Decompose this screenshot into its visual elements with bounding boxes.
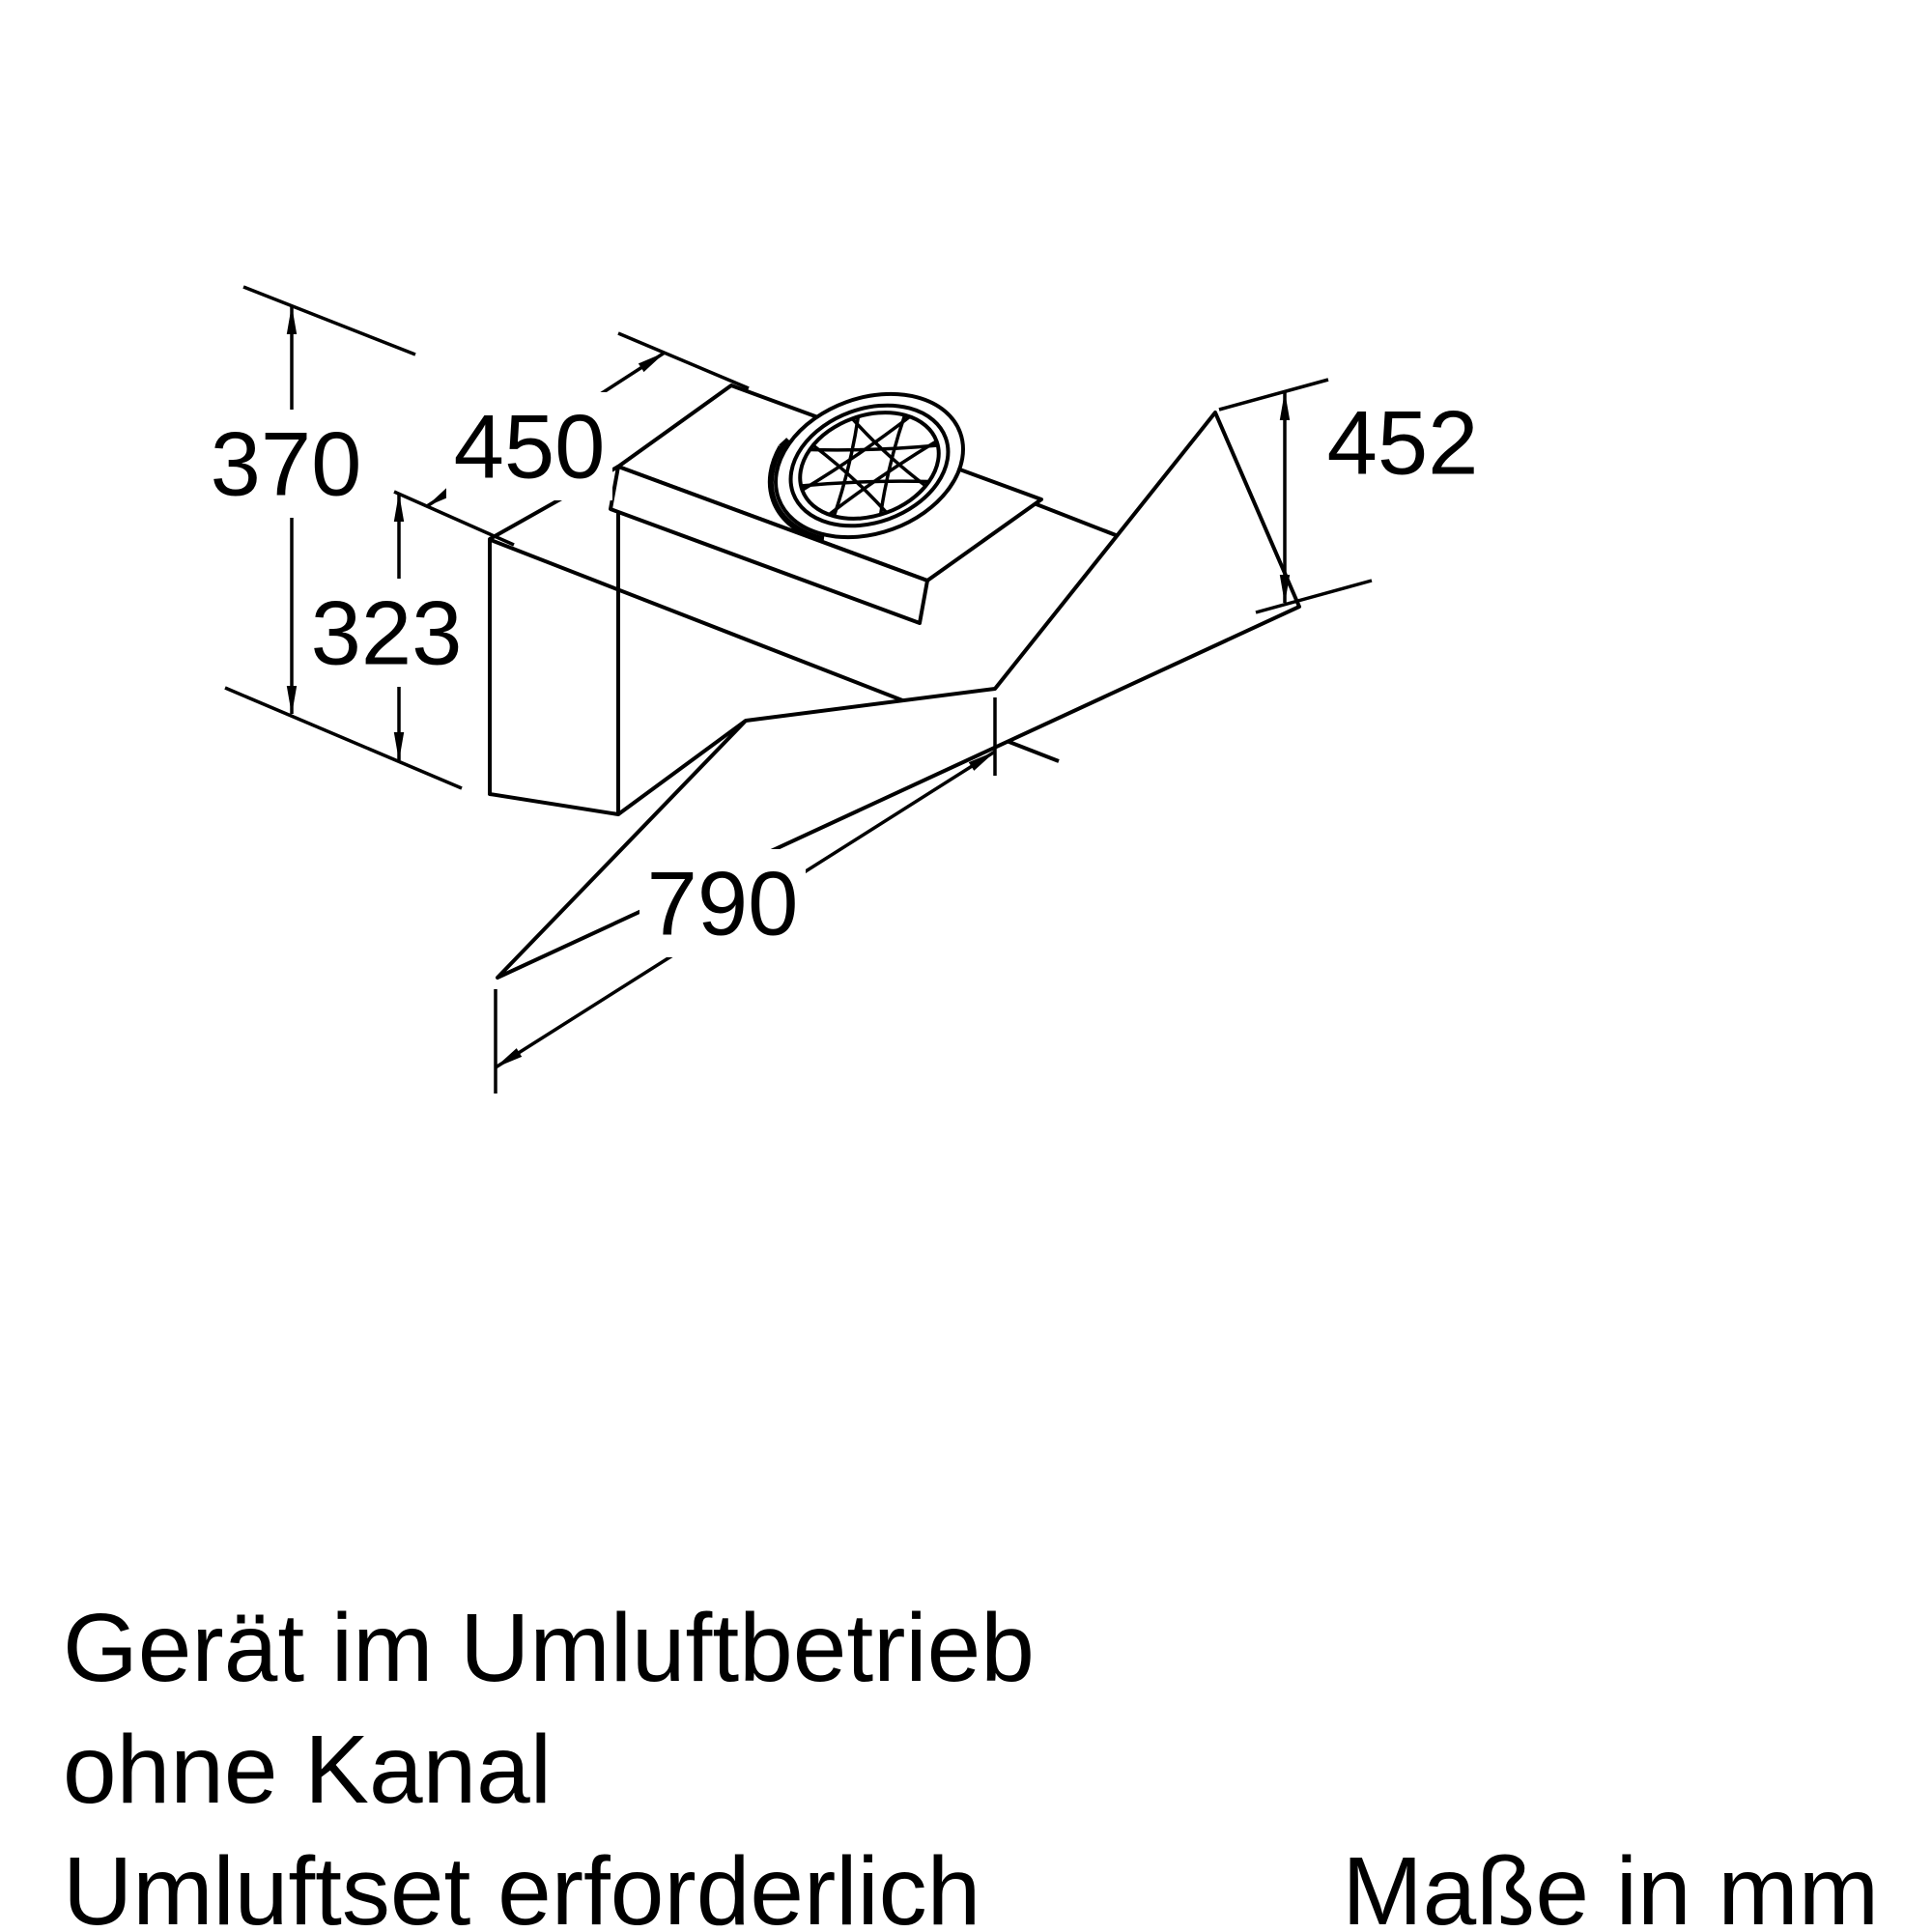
units-label: Maße in mm (1342, 1837, 1879, 1932)
note-line-1: Gerät im Umluftbetrieb (63, 1594, 1035, 1702)
dimensions: 370 450 323 790 452 (203, 285, 1479, 1094)
duct-collar (755, 440, 824, 551)
dim-323-label: 323 (311, 582, 463, 684)
swirl-arc (852, 403, 925, 501)
ext-line-452-bottom (1255, 579, 1373, 614)
swirl-arc (796, 416, 896, 516)
captions: Gerät im Umluftbetrieb ohne Kanal Umluft… (63, 1594, 1879, 1932)
swirl-arc (791, 416, 921, 490)
dim-452-label: 452 (1327, 392, 1479, 494)
label-mask (303, 579, 469, 687)
duct-swirl (772, 383, 968, 549)
note-line-2: ohne Kanal (63, 1716, 552, 1824)
swirl-arc (801, 453, 929, 514)
label-mask (203, 410, 369, 518)
swirl-arc (842, 415, 943, 515)
swirl-arc (813, 430, 887, 528)
ext-line-452-top (1218, 378, 1329, 412)
note-line-3: Umluftset erforderlich (63, 1837, 980, 1932)
label-mask (446, 392, 612, 500)
ext-line-450-top (617, 331, 750, 390)
dim-370-label: 370 (211, 413, 362, 515)
swirl-arc (818, 441, 948, 515)
ext-line-370-323-bottom (224, 686, 463, 790)
duct-outlet (750, 369, 983, 564)
label-mask (639, 849, 806, 957)
dim-450-label: 450 (454, 396, 606, 497)
collar-arc (756, 440, 824, 550)
collar-arc (756, 446, 813, 547)
side-panel (488, 465, 620, 816)
ext-line-370-top (242, 285, 416, 356)
swirl-arc (810, 417, 938, 478)
collar-edge (779, 440, 824, 542)
dim-790-label: 790 (647, 853, 799, 954)
ext-line-450-323 (393, 490, 515, 547)
duct-outer-ring (755, 369, 983, 562)
duct-middle-ring (774, 384, 965, 547)
